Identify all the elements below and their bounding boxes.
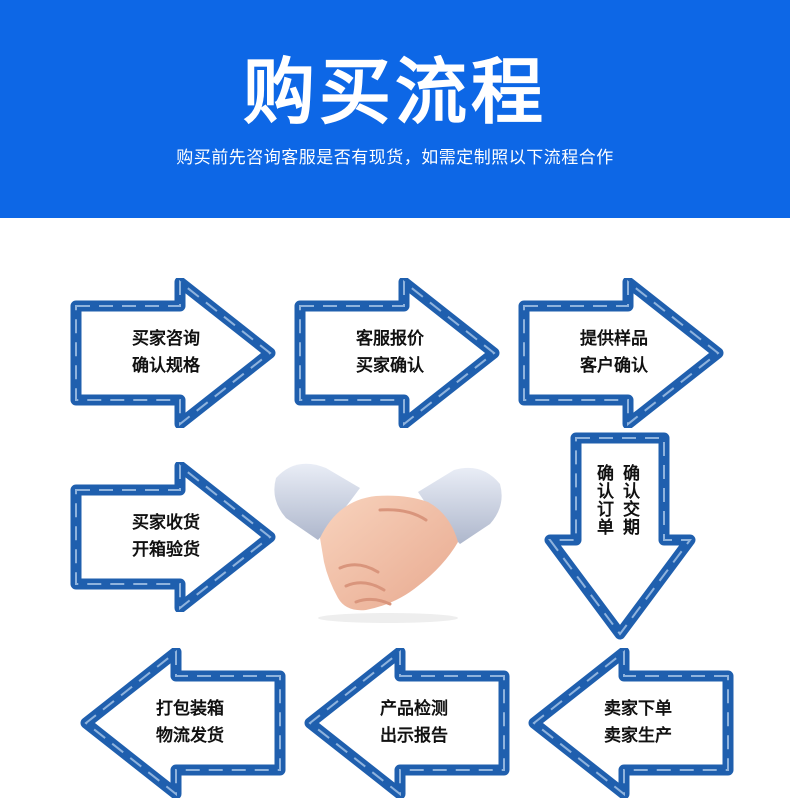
step-label-line1: 提供样品 <box>580 329 648 349</box>
step-pack-ship: 打包装箱 物流发货 <box>68 648 288 798</box>
step-product-test: 产品检测 出示报告 <box>292 648 512 798</box>
step-label-line2: 客户确认 <box>580 356 648 376</box>
step-sample-confirm: 提供样品 客户确认 <box>516 278 736 428</box>
left-arrow-shape <box>80 648 286 798</box>
step-label-line2: 开箱验货 <box>132 540 200 560</box>
step-label-line2: 确认交期 <box>619 464 639 536</box>
page-subtitle: 购买前先咨询客服是否有现货，如需定制照以下流程合作 <box>176 148 614 168</box>
header-banner: 购买流程 购买前先咨询客服是否有现货，如需定制照以下流程合作 <box>0 0 790 218</box>
step-label-line2: 出示报告 <box>380 726 448 746</box>
left-arrow-shape <box>528 648 734 798</box>
step-order-confirm: 确认交期 确认订单 <box>540 432 700 642</box>
step-seller-production: 卖家下单 卖家生产 <box>516 648 736 798</box>
step-label-line1: 买家咨询 <box>132 329 200 349</box>
step-quote-confirm: 客服报价 买家确认 <box>292 278 512 428</box>
right-arrow-shape <box>70 278 276 428</box>
right-arrow-shape <box>518 278 724 428</box>
right-arrow-shape <box>294 278 500 428</box>
step-label-line1: 打包装箱 <box>156 699 224 719</box>
step-label-line2: 物流发货 <box>156 726 224 746</box>
step-label-line1: 卖家下单 <box>604 699 672 719</box>
step-label-line1: 客服报价 <box>356 329 424 349</box>
down-arrow-shape <box>544 432 696 640</box>
step-label-line1: 买家收货 <box>132 513 200 533</box>
step-receive-inspect: 买家收货 开箱验货 <box>68 462 288 612</box>
step-label-line2: 买家确认 <box>356 356 424 376</box>
step-buyer-inquiry: 买家咨询 确认规格 <box>68 278 288 428</box>
step-label-line1: 确认订单 <box>593 464 613 536</box>
step-label-line1: 产品检测 <box>380 699 448 719</box>
left-arrow-shape <box>304 648 510 798</box>
step-label-line2: 卖家生产 <box>604 726 672 746</box>
step-label-line2: 确认规格 <box>132 356 200 376</box>
right-arrow-shape <box>70 462 276 612</box>
handshake-icon <box>274 463 502 623</box>
page-title: 购买流程 <box>242 50 547 134</box>
